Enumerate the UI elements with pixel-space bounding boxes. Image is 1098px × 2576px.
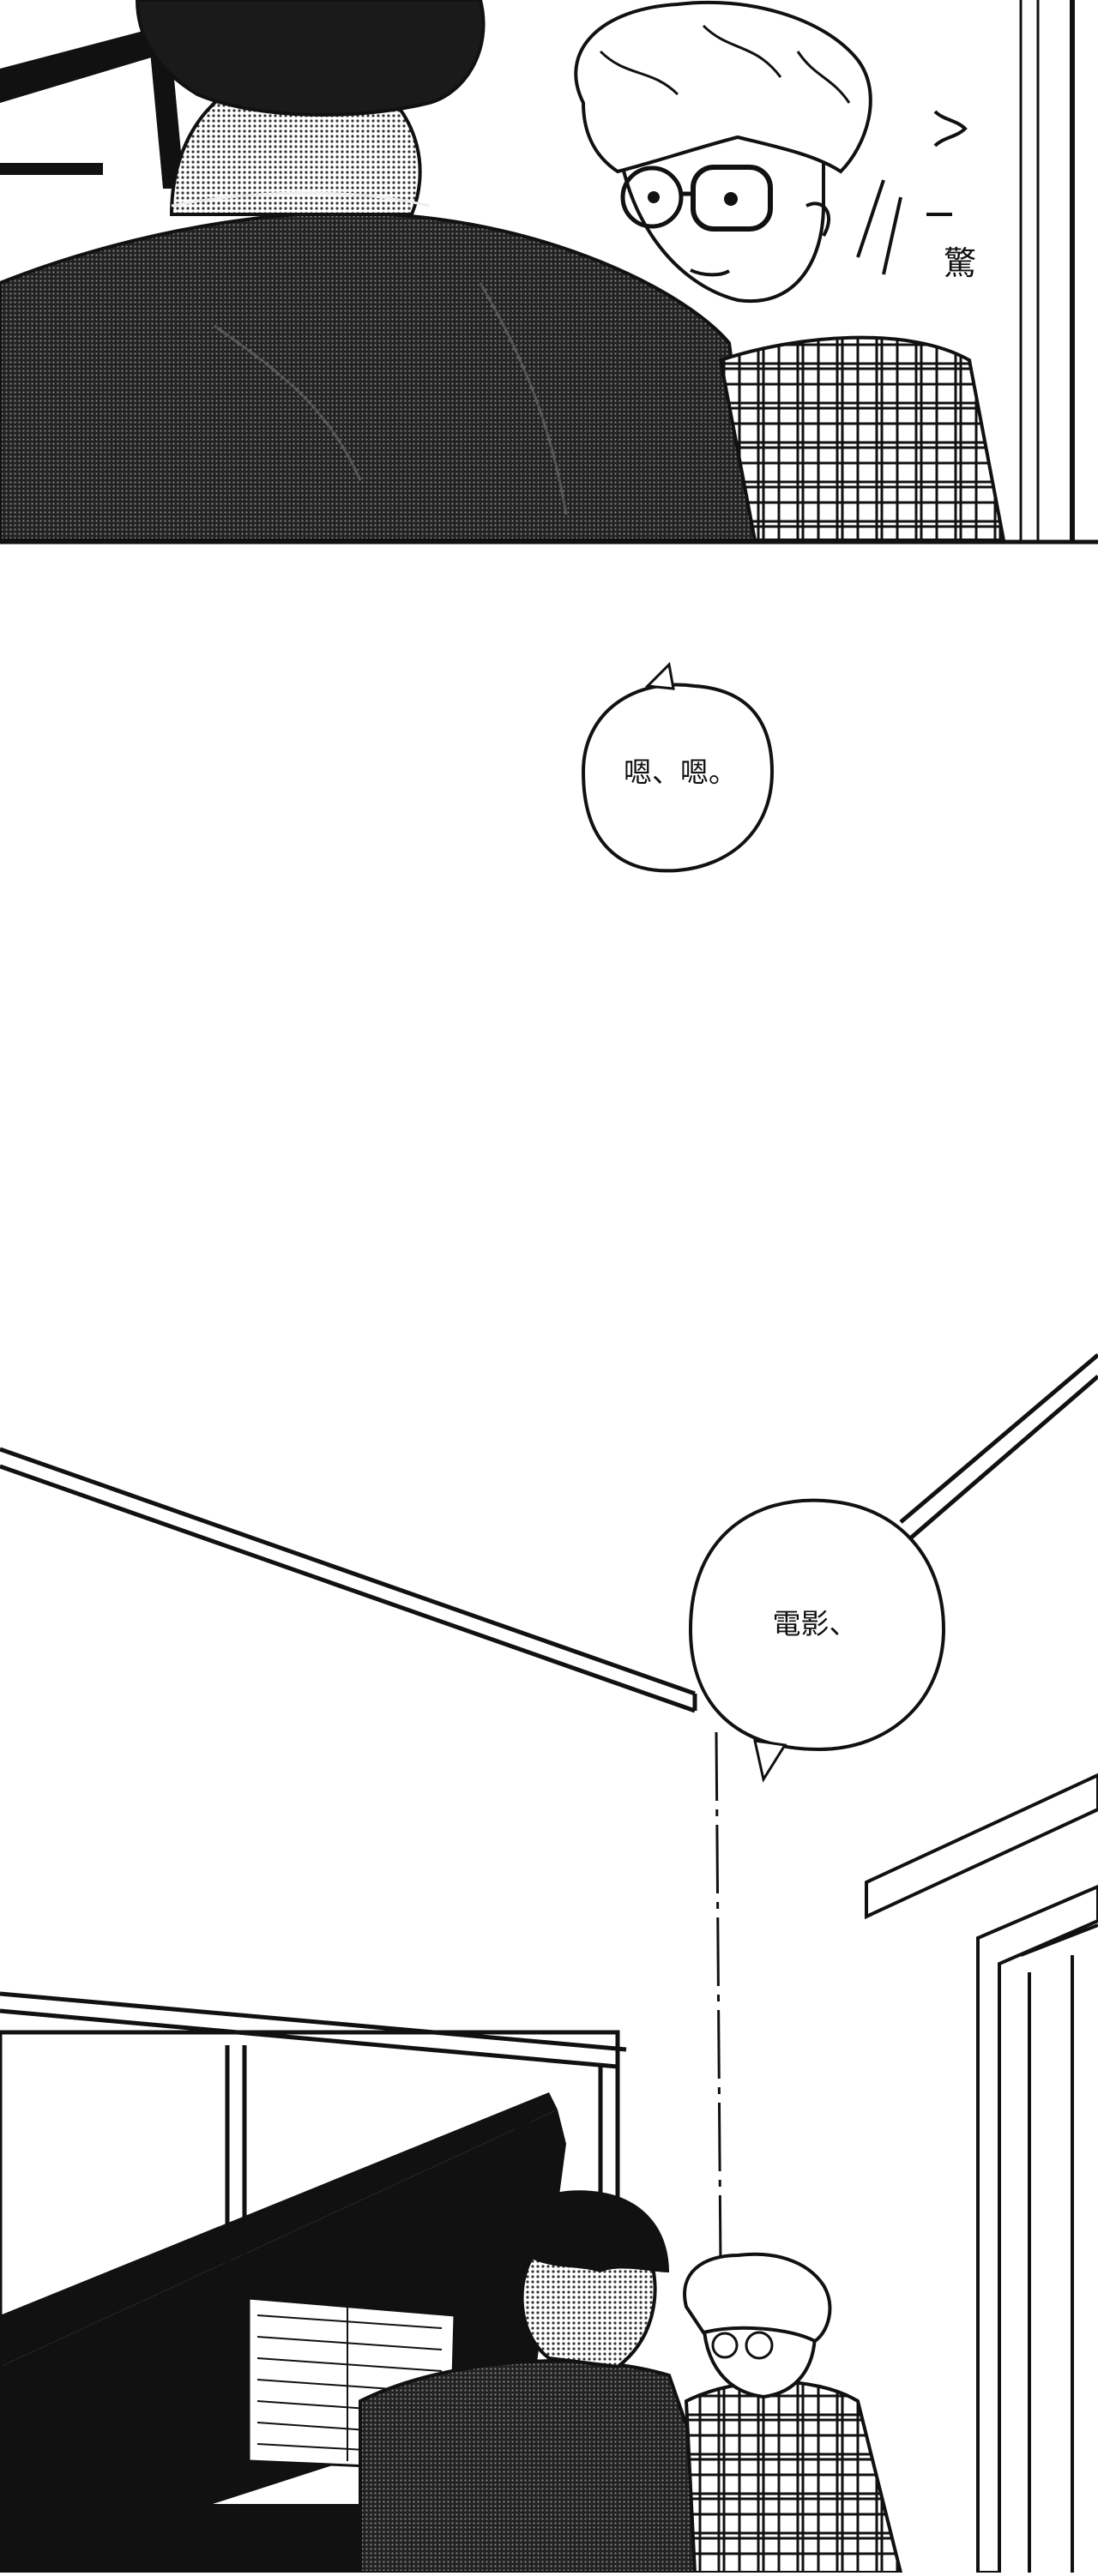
surprise-sfx: 驚 [944, 244, 976, 282]
piano-lid [0, 26, 184, 189]
blond-man-with-glasses [574, 0, 1006, 540]
doorway-right [865, 1773, 1098, 2574]
speech-bubble-1: 嗯、嗯。 [581, 661, 775, 873]
speech-text-2: 電影、 [773, 1607, 858, 1640]
dark-haired-man [0, 0, 757, 540]
door-frame [1019, 0, 1075, 540]
ceiling-lines [0, 1353, 1098, 1713]
speech-text-1: 嗯、嗯。 [624, 755, 737, 789]
blond-man-standing [683, 2252, 903, 2574]
panel-1: 驚 [0, 0, 1098, 540]
surprise-lines [856, 110, 968, 275]
speech-bubble-2: 電影、 [688, 1498, 946, 1783]
wall-edge [715, 1731, 722, 2265]
pianist-man [359, 2190, 740, 2574]
panel-3: 電影、 [0, 1353, 1098, 2574]
panel-2: 嗯、嗯。 [581, 661, 775, 873]
